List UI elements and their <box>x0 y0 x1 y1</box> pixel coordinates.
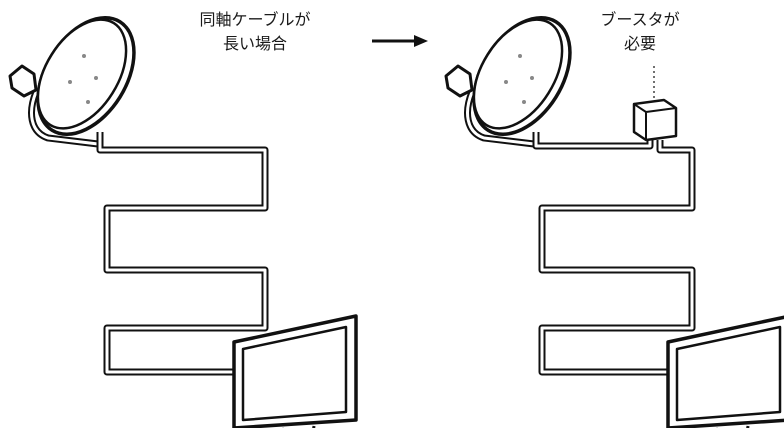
caption-long-cable: 同軸ケーブルが 長い場合 <box>180 8 330 56</box>
caption-long-cable-line1: 同軸ケーブルが <box>199 10 311 29</box>
caption-booster-needed: ブースタが 必要 <box>585 8 695 56</box>
left-panel <box>10 1 358 428</box>
coaxial-cable-icon <box>96 132 269 376</box>
tv-monitor-icon <box>666 314 784 428</box>
booster-icon <box>632 98 678 142</box>
caption-long-cable-line2: 長い場合 <box>222 34 287 53</box>
tv-monitor-icon <box>232 314 358 428</box>
coaxial-cable-icon <box>538 140 696 376</box>
right-arrow-icon <box>372 35 428 47</box>
satellite-dish-icon <box>446 1 590 152</box>
caption-booster-needed-line1: ブースタが <box>600 10 680 29</box>
right-panel <box>446 1 784 428</box>
satellite-dish-icon <box>10 1 154 152</box>
caption-booster-needed-line2: 必要 <box>623 34 656 53</box>
